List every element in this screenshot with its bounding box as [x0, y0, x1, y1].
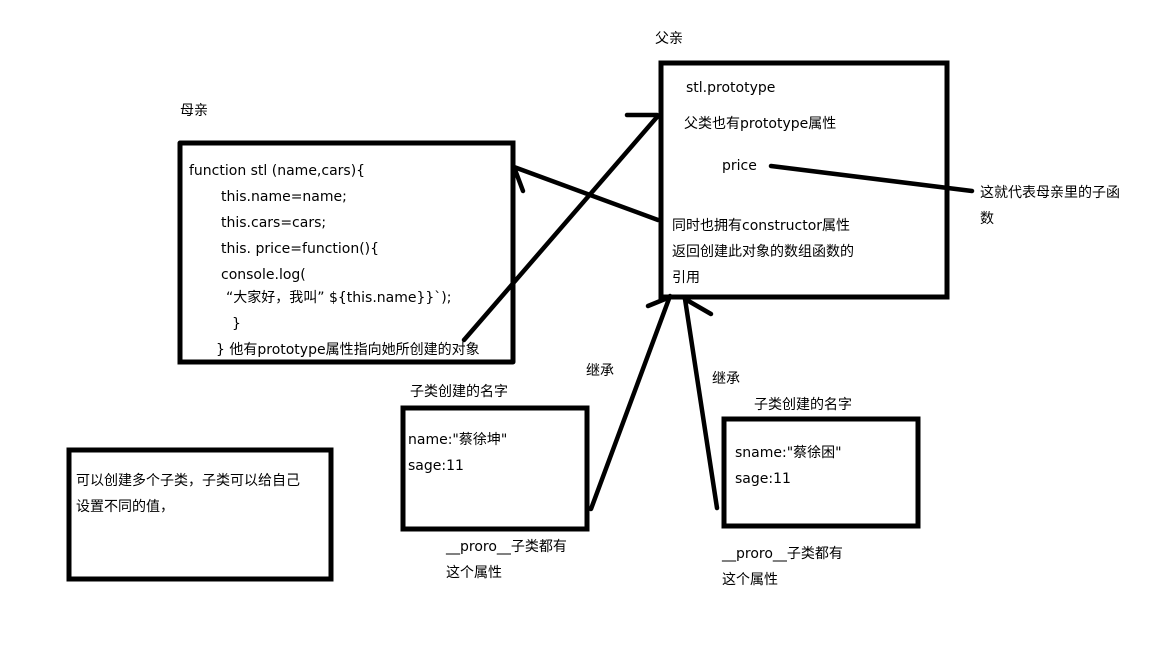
code-line: } [232, 316, 241, 332]
child2-inherit-label: 继承 [712, 371, 740, 387]
child1-inherit-label: 继承 [586, 363, 614, 379]
father-line: stl.prototype [686, 80, 776, 96]
note-line: 设置不同的值， [76, 499, 174, 515]
father-line: 同时也拥有constructor属性 [672, 218, 851, 234]
constructor-arrow-head [511, 164, 526, 194]
prototype-arrow-line [461, 114, 660, 343]
price-note-line: 数 [980, 211, 994, 227]
child1-inherit-line [588, 293, 673, 512]
child1-title: 子类创建的名字 [410, 384, 508, 400]
price-pointer-line [768, 163, 975, 194]
child1-proto-note: 这个属性 [446, 565, 502, 581]
father-box [658, 60, 950, 300]
child1-box [400, 405, 590, 532]
father-line: 返回创建此对象的数组函数的 [672, 244, 854, 260]
code-line: function stl (name,cars){ [189, 163, 366, 179]
mother-title: 母亲 [180, 103, 208, 119]
code-line: this. price=function(){ [221, 241, 380, 257]
constructor-arrow-line [511, 164, 661, 223]
father-line: 引用 [672, 270, 700, 286]
child2-inherit-line [682, 296, 720, 511]
code-line: “大家好，我叫” ${this.name}}`); [226, 290, 452, 306]
child2-line: sname:"蔡徐困" [735, 445, 842, 461]
code-line: } 他有prototype属性指向她所创建的对象 [216, 342, 480, 358]
note-line: 可以创建多个子类，子类可以给自己 [76, 473, 300, 489]
child1-inherit-head [645, 294, 673, 309]
child1-line: sage:11 [408, 458, 464, 474]
child2-box [721, 416, 921, 529]
code-line: this.cars=cars; [221, 215, 327, 231]
child2-title: 子类创建的名字 [754, 397, 852, 413]
child1-proto-note: __proro__子类都有 [446, 539, 567, 555]
mother-box [177, 140, 516, 365]
child2-proto-note: 这个属性 [722, 572, 778, 588]
father-line: 父类也有prototype属性 [684, 116, 837, 132]
child2-inherit-head [682, 296, 714, 317]
child2-line: sage:11 [735, 471, 791, 487]
note-box [66, 447, 334, 582]
price-note-line: 这就代表母亲里的子函 [980, 185, 1120, 201]
code-line: console.log( [221, 267, 306, 283]
father-title: 父亲 [655, 31, 683, 47]
child2-proto-note: __proro__子类都有 [722, 546, 843, 562]
father-price: price [722, 158, 757, 174]
child1-line: name:"蔡徐坤" [408, 432, 508, 448]
code-line: this.name=name; [221, 189, 347, 205]
